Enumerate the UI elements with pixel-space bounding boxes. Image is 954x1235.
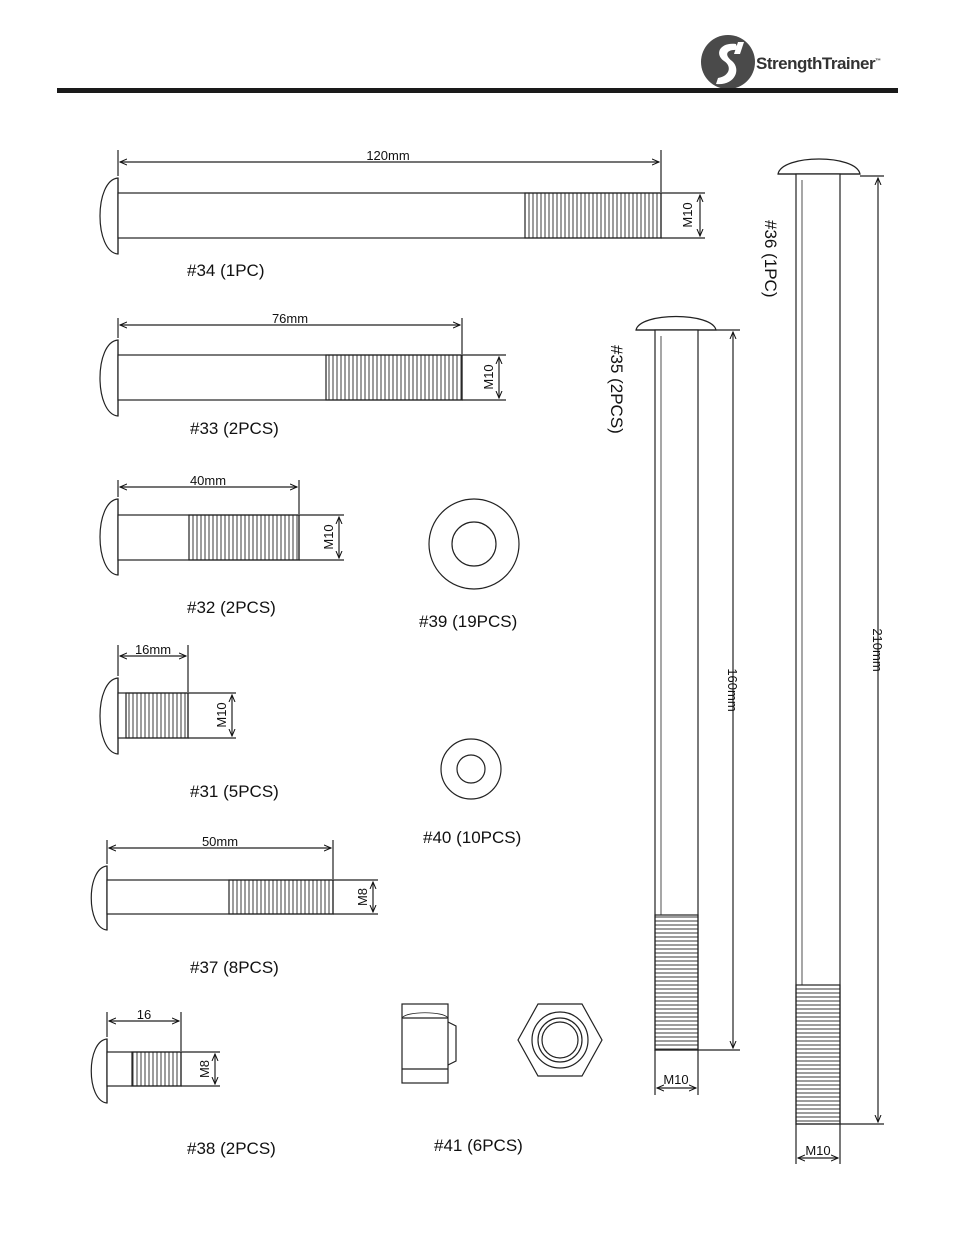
p32-caption: #32 (2PCS) xyxy=(187,598,276,617)
p41-caption: #41 (6PCS) xyxy=(434,1136,523,1155)
p38-thread-label: M8 xyxy=(197,1060,212,1078)
bolt-38 xyxy=(91,1012,220,1103)
p37-length-label: 50mm xyxy=(202,834,238,849)
bolt-32 xyxy=(100,480,344,575)
bolt-36 xyxy=(778,159,884,1164)
p35-caption: #35 (2PCS) xyxy=(607,345,626,434)
p36-thread-label: M10 xyxy=(805,1143,830,1158)
p32-length-label: 40mm xyxy=(190,473,226,488)
p34-thread-label: M10 xyxy=(680,202,695,227)
p33-caption: #33 (2PCS) xyxy=(190,419,279,438)
p33-length-label: 76mm xyxy=(272,311,308,326)
bolt-35 xyxy=(636,317,740,1096)
washer-40 xyxy=(441,739,501,799)
p39-caption: #39 (19PCS) xyxy=(419,612,517,631)
bolt-37 xyxy=(91,840,378,930)
p33-thread-label: M10 xyxy=(481,364,496,389)
p36-length-label: 210mm xyxy=(870,628,885,671)
p35-thread-label: M10 xyxy=(663,1072,688,1087)
nut-41-top xyxy=(518,1004,602,1076)
p31-length-label: 16mm xyxy=(135,642,171,657)
p31-thread-label: M10 xyxy=(214,702,229,727)
p34-caption: #34 (1PC) xyxy=(187,261,264,280)
bolt-31 xyxy=(100,645,236,754)
p31-caption: #31 (5PCS) xyxy=(190,782,279,801)
p40-caption: #40 (10PCS) xyxy=(423,828,521,847)
p32-thread-label: M10 xyxy=(321,524,336,549)
bolt-34 xyxy=(100,150,705,254)
p37-thread-label: M8 xyxy=(355,888,370,906)
p38-caption: #38 (2PCS) xyxy=(187,1139,276,1158)
p38-length-label: 16 xyxy=(137,1007,151,1022)
washer-39 xyxy=(429,499,519,589)
p37-caption: #37 (8PCS) xyxy=(190,958,279,977)
bolt-33 xyxy=(100,318,506,416)
p35-length-label: 160mm xyxy=(725,668,740,711)
p36-caption: #36 (1PC) xyxy=(761,220,780,297)
nut-41-side xyxy=(402,1004,456,1083)
p34-length-label: 120mm xyxy=(366,148,409,163)
